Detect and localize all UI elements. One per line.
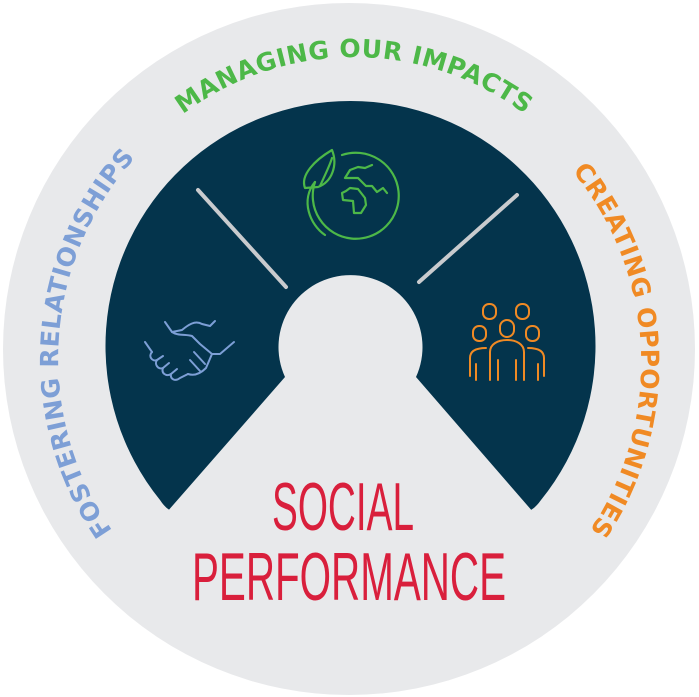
globe-leaf-icon — [302, 148, 400, 240]
divider-left — [196, 188, 288, 289]
center-keyhole — [160, 275, 540, 520]
people-group-icon — [469, 303, 545, 381]
handshake-icon — [144, 320, 235, 381]
divider-right — [417, 193, 519, 284]
title-line-1: SOCIAL — [272, 469, 414, 545]
title-line-2: PERFORMANCE — [192, 539, 506, 615]
